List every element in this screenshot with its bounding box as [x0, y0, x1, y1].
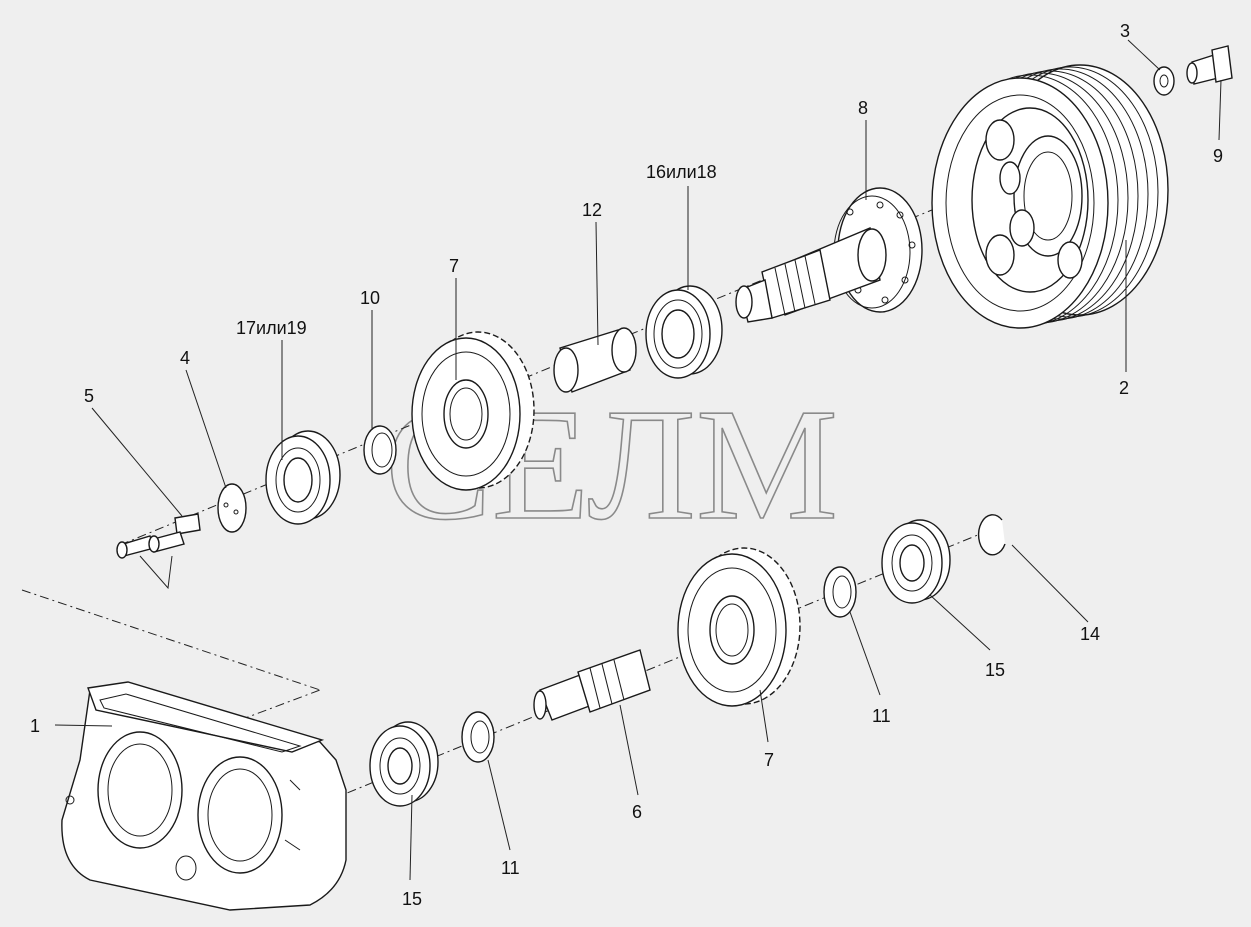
lower-gear [677, 547, 801, 707]
upper-left-bearing [265, 430, 341, 525]
spacer-bushing [553, 327, 637, 393]
label-part-17-or-19: 17или19 [236, 318, 307, 338]
label-part-7-upper: 7 [449, 256, 459, 276]
label-part-11-right: 11 [872, 706, 891, 726]
label-part-1: 1 [30, 716, 40, 736]
label-part-12: 12 [582, 200, 602, 220]
upper-spacer-ring [363, 425, 397, 475]
label-part-4: 4 [180, 348, 190, 368]
assembly-guide-line-2 [239, 689, 321, 721]
flanged-shaft [735, 187, 923, 323]
bolt [1186, 45, 1233, 85]
upper-gear [411, 331, 535, 491]
label-part-3: 3 [1120, 21, 1130, 41]
label-part-5: 5 [84, 386, 94, 406]
label-part-6: 6 [632, 802, 642, 822]
splined-shaft [533, 649, 651, 721]
label-part-14: 14 [1080, 624, 1100, 644]
label-part-7-lower: 7 [764, 750, 774, 770]
label-part-8: 8 [858, 98, 868, 118]
assembly-guide-line [21, 589, 321, 691]
lower-right-spacer-ring [823, 566, 857, 618]
lock-plate [116, 513, 201, 590]
lower-left-spacer-ring [461, 711, 495, 763]
label-part-16-or-18: 16или18 [646, 162, 717, 182]
gearbox-housing [61, 681, 347, 911]
label-part-9: 9 [1213, 146, 1223, 166]
upper-right-bearing [645, 285, 723, 379]
label-part-10: 10 [360, 288, 380, 308]
label-part-11-left: 11 [501, 858, 520, 878]
label-part-2: 2 [1119, 378, 1129, 398]
end-plate [217, 483, 247, 533]
label-part-15-left: 15 [402, 889, 422, 909]
label-part-15-right: 15 [985, 660, 1005, 680]
circlip [977, 514, 1006, 556]
washer [1153, 66, 1175, 96]
lower-left-bearing [369, 721, 439, 807]
lower-shaft-axis [329, 529, 991, 801]
pulley [931, 64, 1169, 329]
lower-right-bearing [881, 519, 951, 604]
